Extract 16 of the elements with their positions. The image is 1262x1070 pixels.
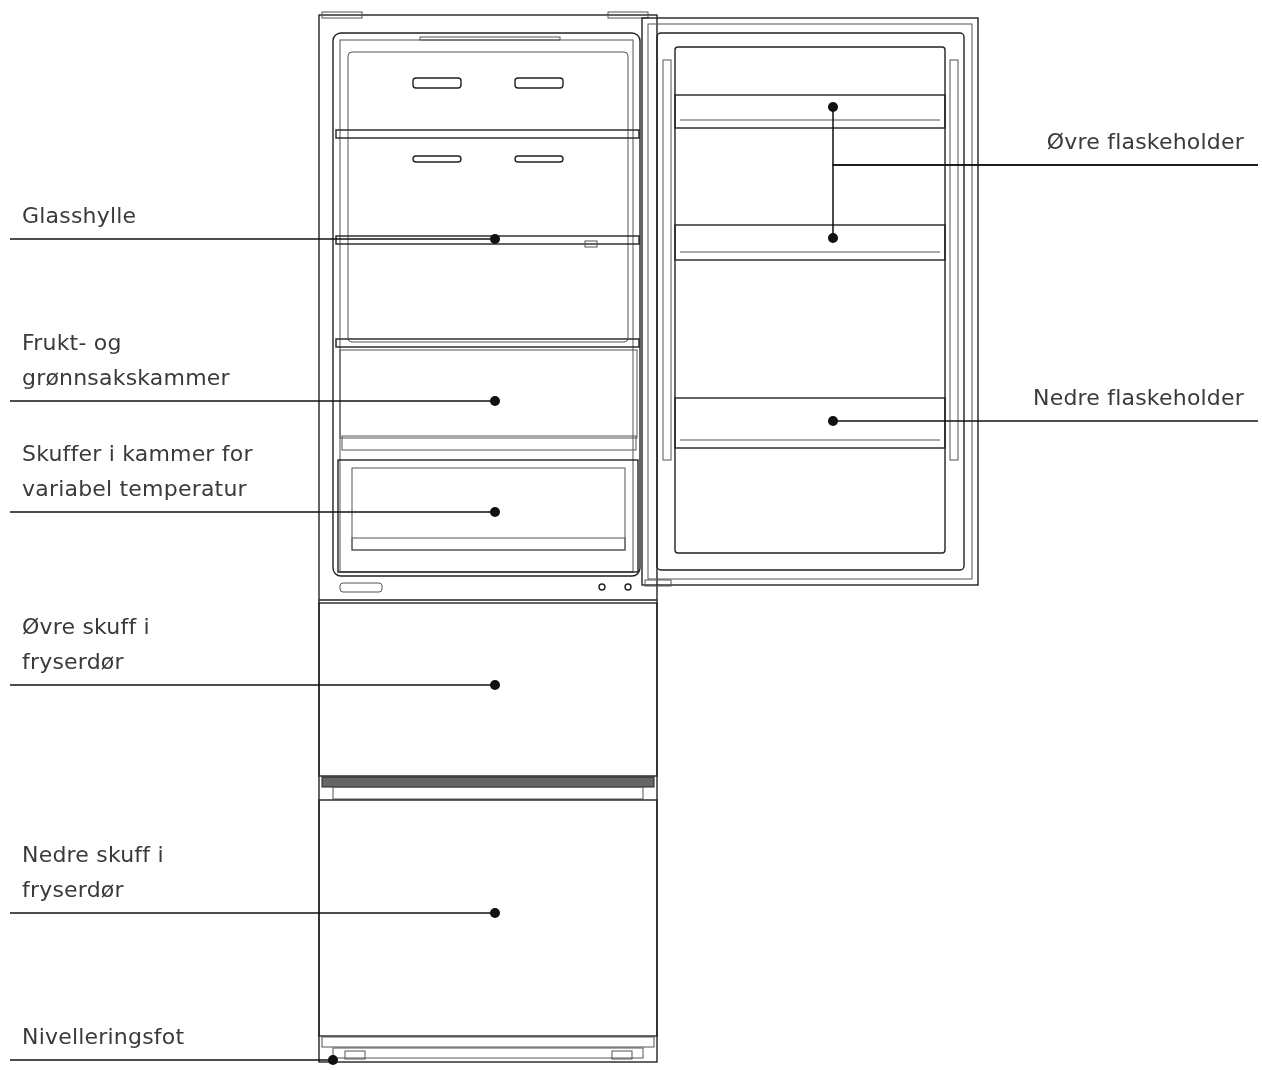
part-label: Glasshylle <box>10 198 210 239</box>
leader-line <box>9 908 500 918</box>
part-label: Øvre skuff i fryserdør <box>10 609 185 685</box>
part-label: Nivelleringsfot <box>10 1019 230 1060</box>
part-label: Øvre flaskeholder <box>1000 124 1258 165</box>
part-label: Skuffer i kammer for variabel temperatur <box>10 436 300 512</box>
part-label: Frukt- og grønnsakskammer <box>10 325 260 401</box>
part-label: Nedre skuff i fryserdør <box>10 837 185 913</box>
leader-line <box>9 234 500 244</box>
leader-line <box>9 396 500 406</box>
leader-line <box>9 507 500 517</box>
part-label: Nedre flaskeholder <box>1000 380 1258 421</box>
leader-line <box>828 164 1259 243</box>
leader-line <box>828 416 1259 426</box>
leader-line <box>9 1055 338 1065</box>
leader-line <box>9 680 500 690</box>
